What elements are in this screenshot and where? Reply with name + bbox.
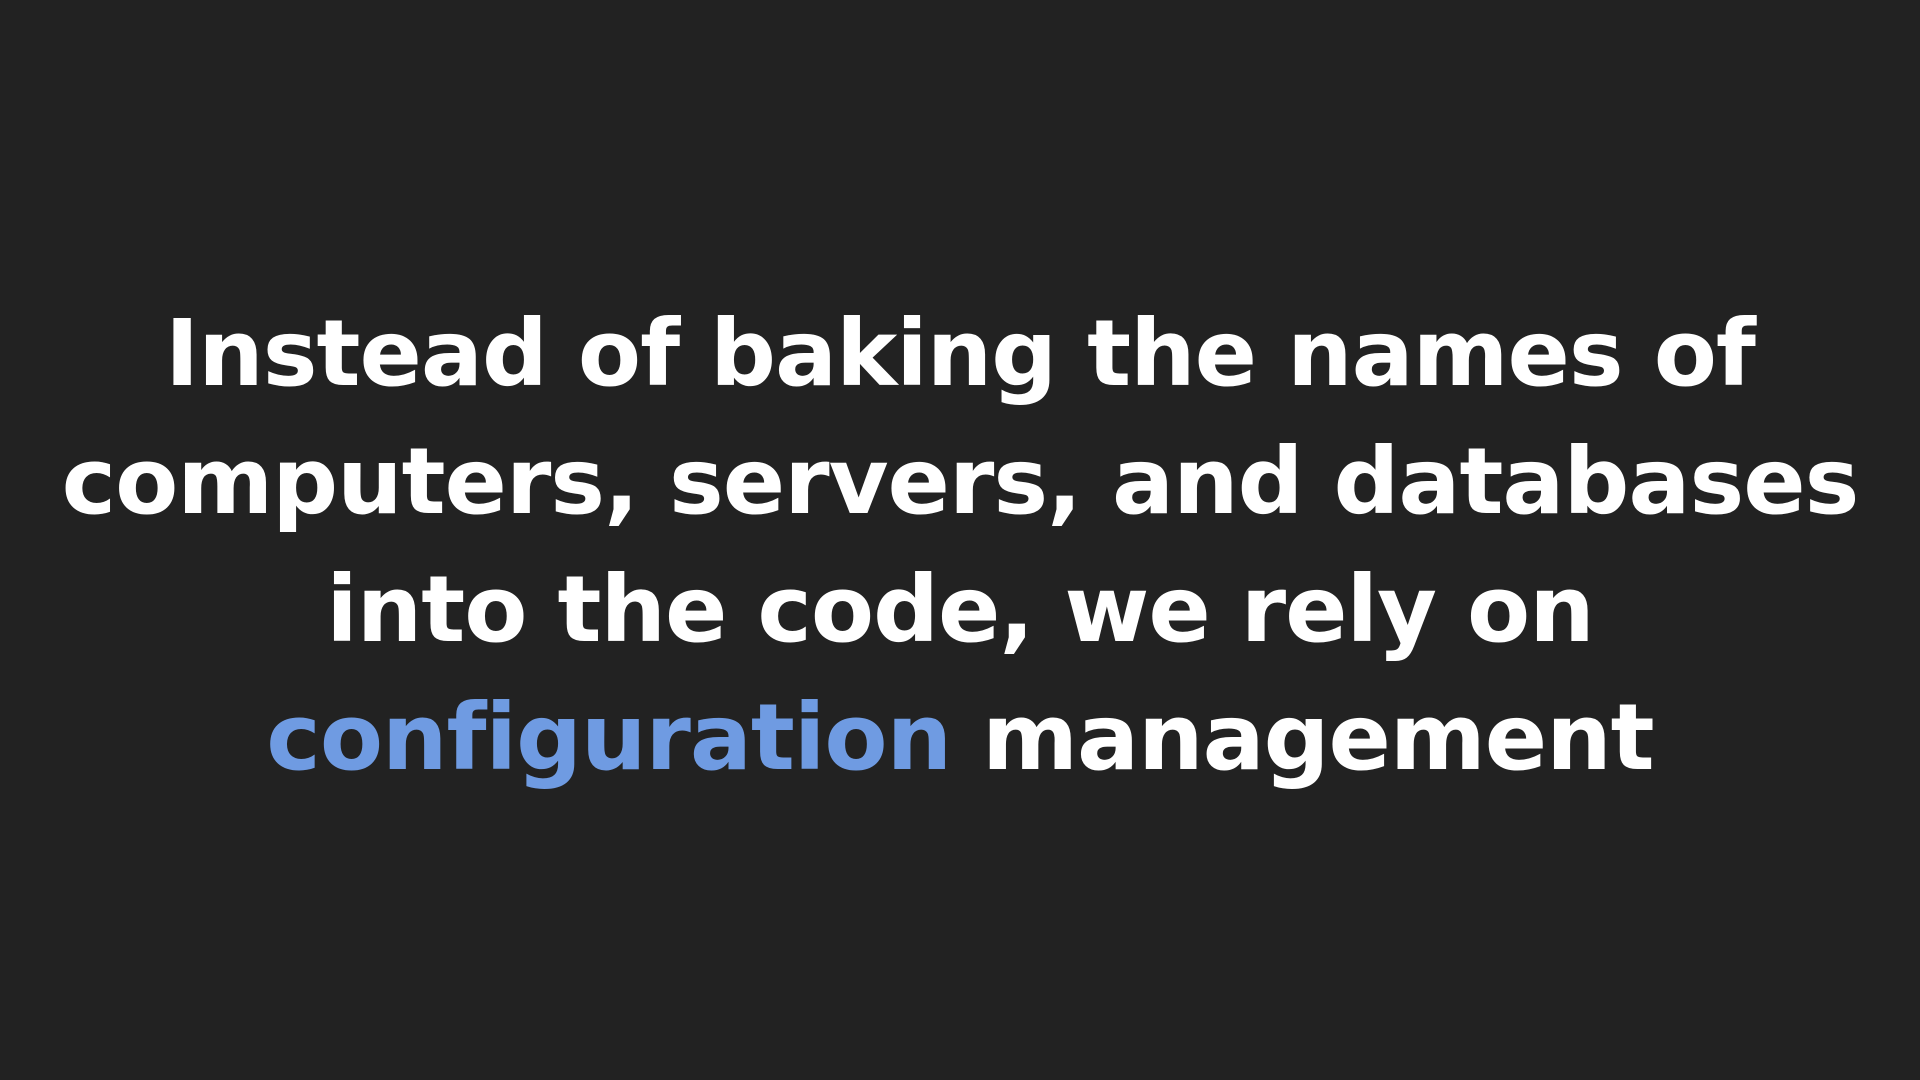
statement-line-3: into the code, we rely on [326,556,1595,663]
statement-line-2: computers, servers, and databases [61,428,1860,535]
statement-text: Instead of baking the names of computers… [61,278,1860,802]
highlighted-term: configuration [266,684,952,791]
statement-line-4: configuration management [62,674,1859,802]
statement-line-4-rest: management [951,684,1655,791]
statement-line-1: Instead of baking the names of [165,300,1756,407]
